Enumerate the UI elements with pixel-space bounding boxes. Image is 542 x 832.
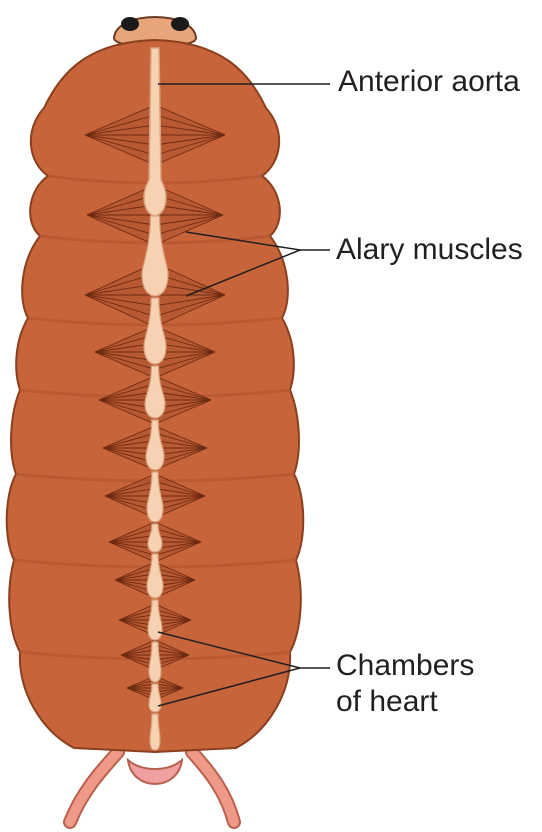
left-eye [121,17,139,31]
label-chambers-of-heart: Chambers of heart [336,648,474,720]
cerci [70,752,234,822]
label-alary-muscles: Alary muscles [336,232,523,268]
heart-chamber [150,714,160,750]
label-anterior-aorta: Anterior aorta [338,64,520,100]
label-chambers-line2: of heart [336,684,474,720]
label-chambers-line1: Chambers [336,648,474,684]
right-eye [171,17,189,31]
